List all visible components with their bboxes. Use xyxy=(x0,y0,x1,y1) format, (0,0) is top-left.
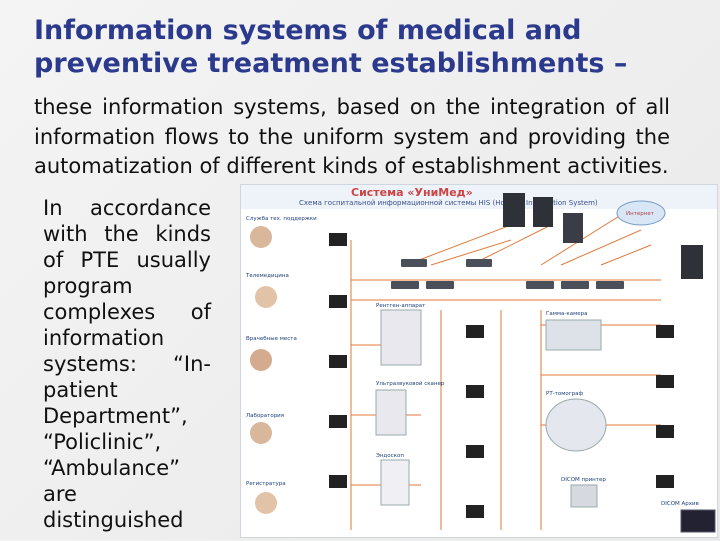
diagram-label-telemed: Телемедицина xyxy=(245,273,289,279)
diagram-label-endoscope: Эндоскоп xyxy=(376,453,404,459)
diagram-label-xray: Рентген-аппарат xyxy=(376,303,426,309)
his-diagram-image: Система «УниМед» Схема госпитальной инфо… xyxy=(240,184,718,538)
lead-paragraph: these information systems, based on the … xyxy=(34,93,670,182)
slide-title-line-1: Information systems of medical and xyxy=(34,14,714,47)
side-paragraph: In accordance with the kinds of PTE usua… xyxy=(43,195,211,533)
his-diagram-svg: Система «УниМед» Схема госпитальной инфо… xyxy=(241,185,717,537)
diagram-label-gamma: Гамма-камера xyxy=(546,311,587,317)
diagram-label-internet: Интернет xyxy=(626,211,655,217)
network-switches xyxy=(391,259,624,289)
diagram-label-doctors: Врачебные места xyxy=(246,336,297,342)
slide-title: Information systems of medical and preve… xyxy=(34,14,714,80)
diagram-label-support: Служба тех. поддержки xyxy=(246,216,317,222)
diagram-header-sub: Схема госпитальной информационной систем… xyxy=(299,199,598,207)
diagram-label-archive: DICOM Архив xyxy=(661,501,699,507)
diagram-label-printer: DICOM принтер xyxy=(561,477,606,483)
diagram-header-tag: Система «УниМед» xyxy=(351,186,473,199)
diagram-label-ultrasound: Ультразвуковой сканер xyxy=(376,380,445,387)
staff-photos xyxy=(250,226,277,514)
slide-title-line-2: preventive treatment establishments – xyxy=(34,47,714,80)
diagram-label-registry: Регистратура xyxy=(246,481,286,487)
diagram-label-lab: Лаборатория xyxy=(246,413,284,419)
diagram-label-pt: РТ-томограф xyxy=(546,391,583,397)
medical-device-icons xyxy=(376,310,715,532)
